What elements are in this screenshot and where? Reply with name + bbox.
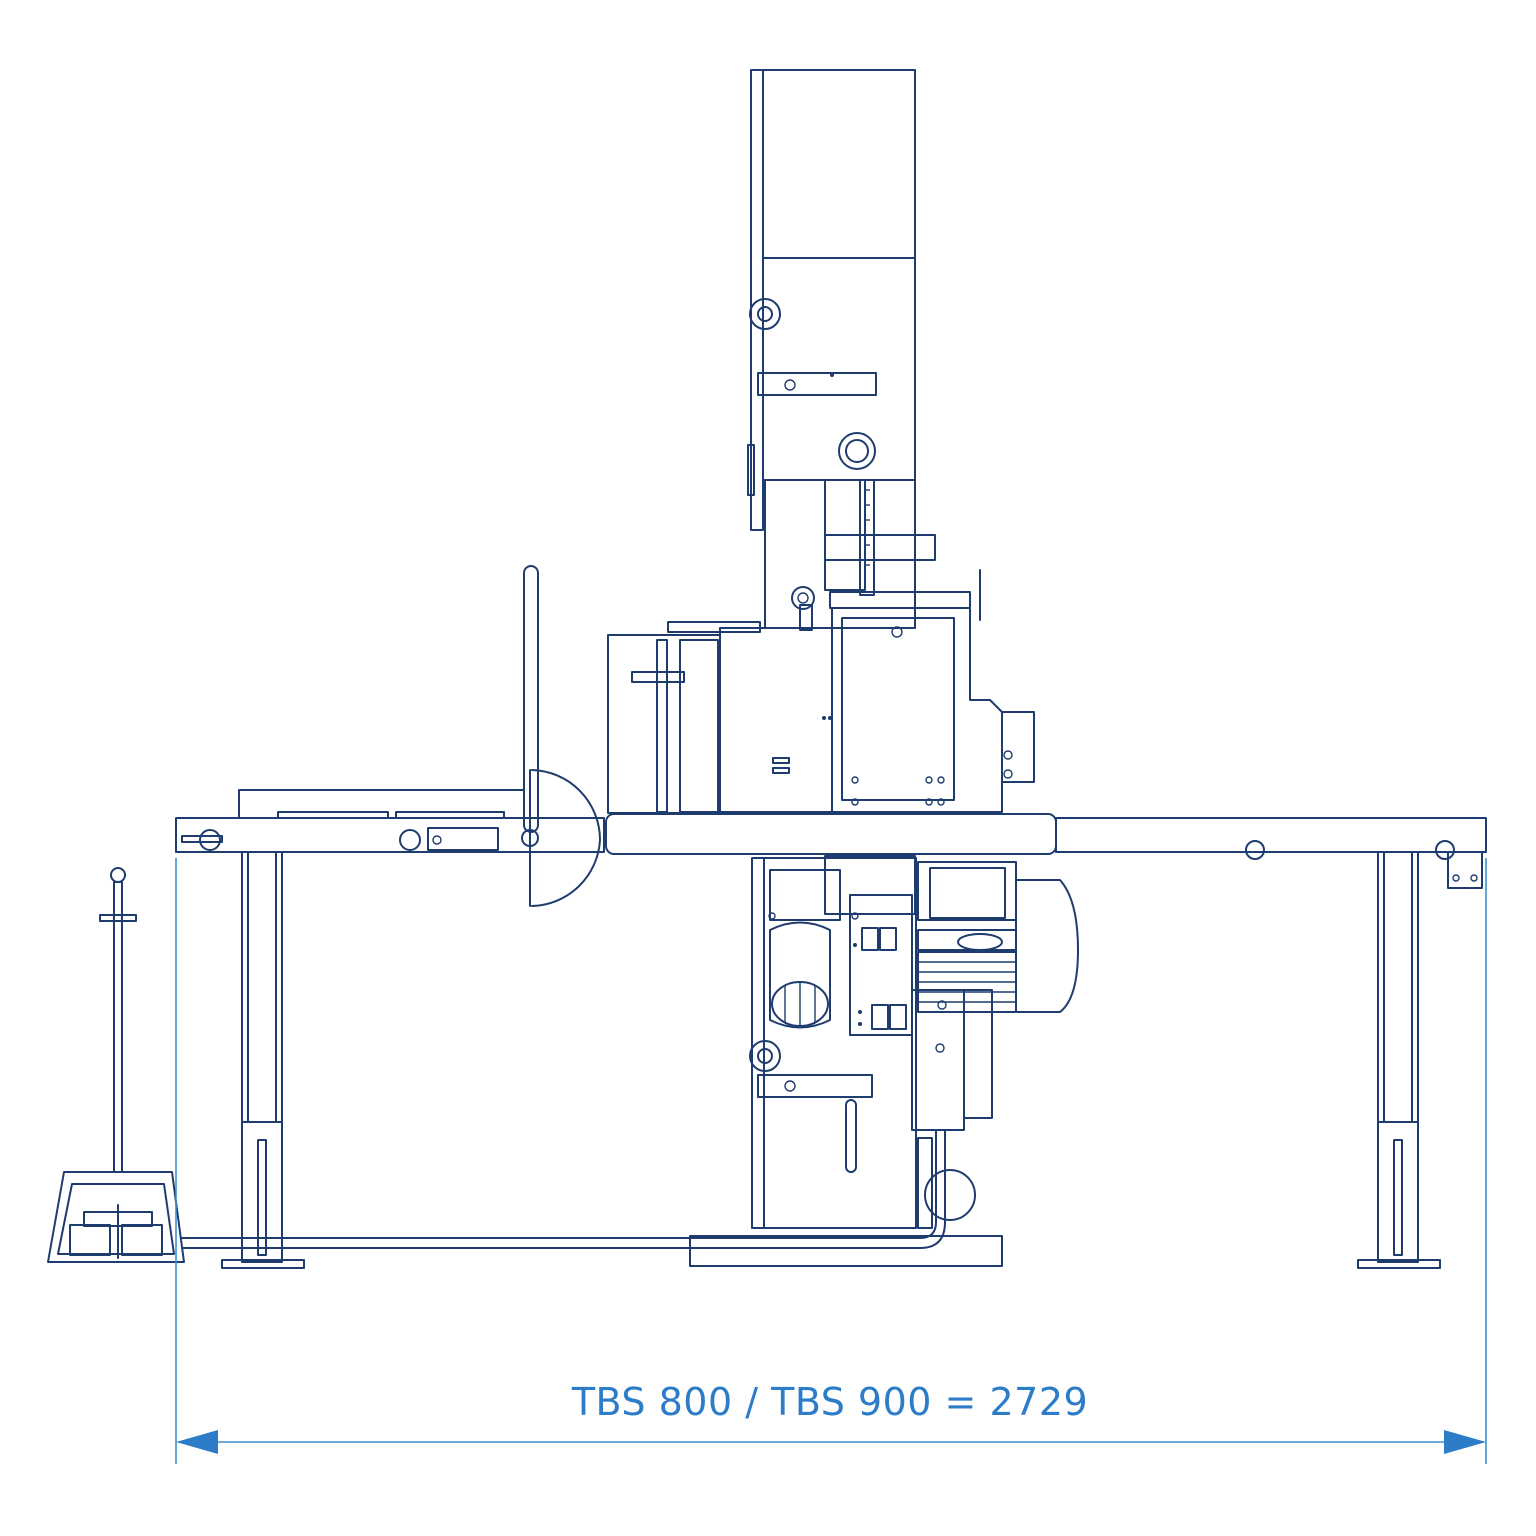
machine-head-body	[607, 591, 1035, 814]
foot-pedal-control	[47, 867, 185, 1263]
left-support-leg	[221, 851, 305, 1269]
dimension-label-row: TBS 800 / TBS 900 = 2729	[0, 1380, 1536, 1424]
right-dimension-arrow	[1444, 1430, 1486, 1454]
lower-base-column	[749, 855, 917, 1229]
base-frame	[181, 1129, 1003, 1267]
upper-wheel-housing	[747, 69, 916, 531]
rip-fence	[521, 565, 601, 907]
electric-motor	[917, 861, 1079, 1221]
right-support-leg	[1357, 851, 1441, 1269]
overall-width-dimension	[175, 858, 1487, 1464]
blade-guide-assembly	[764, 479, 981, 631]
dimension-label: TBS 800 / TBS 900 = 2729	[571, 1380, 1089, 1424]
work-table	[175, 789, 1487, 889]
left-dimension-arrow	[176, 1430, 218, 1454]
control-panel	[849, 894, 993, 1229]
